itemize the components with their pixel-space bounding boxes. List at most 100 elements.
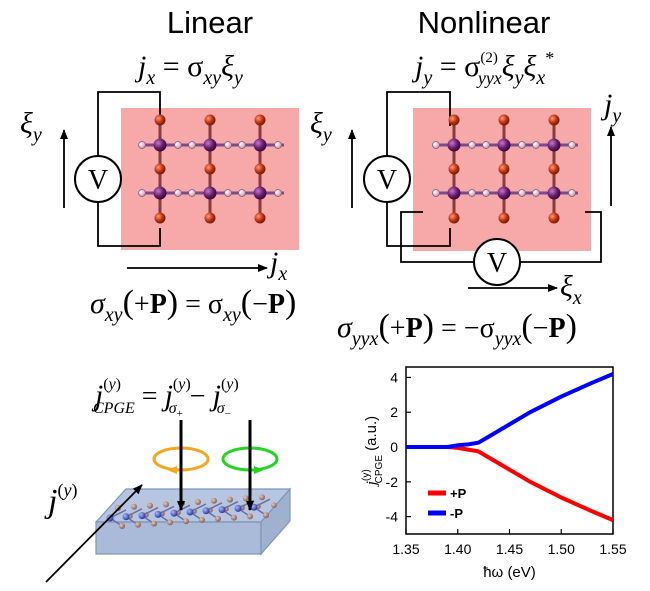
- slab-atom-blue: [250, 503, 258, 511]
- voltmeter-icon: [363, 155, 411, 203]
- cpge-equation: j(y)CPGE = j(y)σ+ − j(y)σ−: [91, 376, 239, 420]
- slab-atom-brown: [247, 513, 253, 520]
- slab-atom-blue: [154, 510, 162, 518]
- slab-atom-blue: [218, 506, 226, 514]
- slab-illustration: j(y): [44, 420, 292, 583]
- red-atom: [204, 114, 216, 126]
- voltmeter-label: V: [377, 165, 397, 196]
- pink-atom: [238, 141, 246, 149]
- purple-atom: [153, 138, 167, 152]
- red-atom: [448, 114, 460, 126]
- slab-atom-brown: [227, 496, 233, 503]
- y-tick-label: 2: [390, 404, 398, 420]
- x-tick-label: 1.50: [548, 541, 575, 557]
- y-tick-label: 4: [390, 369, 398, 385]
- pink-atom: [518, 141, 526, 149]
- purple-atom: [497, 186, 511, 200]
- slab-atom-brown: [231, 514, 237, 521]
- red-atom: [498, 212, 510, 224]
- y-tick-label: -4: [386, 509, 399, 525]
- red-atom: [154, 212, 166, 224]
- slab-atom-brown: [151, 520, 157, 527]
- slab-atom-brown: [119, 523, 125, 529]
- slab-atom-brown: [199, 517, 205, 523]
- nonlinear-title: Nonlinear: [418, 5, 551, 40]
- slab-atom-blue: [186, 508, 194, 516]
- purple-atom: [253, 138, 267, 152]
- x-axis-label: ħω (eV): [483, 564, 536, 581]
- sample-rectangle: [413, 108, 591, 251]
- red-atom: [204, 163, 216, 175]
- jy-superscript-symbol: j(y): [44, 480, 77, 520]
- xi-y-symbol: ξy: [310, 107, 332, 146]
- pink-atom: [174, 141, 182, 149]
- series-line: [406, 445, 614, 522]
- linear-symmetry-equation: σxy(+P) = σxy(−P): [90, 284, 296, 326]
- red-atom: [254, 212, 266, 224]
- red-atom: [154, 163, 166, 175]
- pink-atom: [274, 141, 282, 149]
- y-tick-label: 0: [390, 439, 398, 455]
- pink-atom: [224, 141, 232, 149]
- slab-atom-blue: [234, 504, 242, 512]
- pink-atom: [174, 189, 182, 197]
- pink-atom: [532, 189, 540, 197]
- slab-atom-brown: [195, 499, 201, 505]
- voltmeter-icon: [473, 238, 521, 286]
- red-atom: [548, 212, 560, 224]
- crystal-lattice: [432, 114, 578, 224]
- svg-text:jx = σxyξy: jx = σxyξy: [134, 50, 243, 89]
- linear-response-equation: jx = σxyξy: [134, 50, 243, 89]
- svg-text:σxy(+P) = σxy(−P): σxy(+P) = σxy(−P): [90, 284, 296, 326]
- slab-atom-brown: [163, 501, 169, 508]
- voltmeter-icon: [74, 155, 122, 203]
- pink-atom: [138, 141, 146, 149]
- red-atom: [448, 212, 460, 224]
- red-atom: [204, 212, 216, 224]
- x-tick-label: 1.40: [444, 541, 471, 557]
- slab-atoms: [106, 494, 277, 529]
- purple-atom: [153, 186, 167, 200]
- xi-y-symbol: ξy: [20, 107, 42, 146]
- slab-atom-brown: [147, 502, 153, 509]
- pink-atom: [274, 189, 282, 197]
- svg-text:σyyx(+P) = −σyyx(−P): σyyx(+P) = −σyyx(−P): [337, 308, 577, 350]
- pink-atom: [188, 141, 196, 149]
- svg-text:jy = σ(2)yyxξyξx*: jy = σ(2)yyxξyξx*: [411, 48, 554, 89]
- red-atom: [154, 114, 166, 126]
- xi-x-symbol: ξx: [560, 270, 582, 309]
- linear-device: V ξy jx: [20, 91, 299, 285]
- purple-atom: [203, 186, 217, 200]
- red-atom: [498, 163, 510, 175]
- purple-atom: [203, 138, 217, 152]
- pink-atom: [482, 189, 490, 197]
- slab-atom-brown: [259, 494, 265, 501]
- purple-atom: [497, 138, 511, 152]
- pink-atom: [568, 141, 576, 149]
- slab-atom-brown: [243, 495, 249, 502]
- pink-atom: [518, 189, 526, 197]
- jy-symbol: jy: [600, 88, 621, 127]
- slab-atom-brown: [215, 515, 221, 522]
- pink-atom: [532, 141, 540, 149]
- pink-atom: [468, 189, 476, 197]
- series-line: [406, 372, 614, 449]
- pink-atom: [238, 189, 246, 197]
- svg-text:j(y)CPGE = j(y)σ+ − j(y)σ−: j(y)CPGE = j(y)σ+ − j(y)σ−: [91, 376, 239, 420]
- x-tick-label: 1.45: [496, 541, 523, 557]
- nonlinear-response-equation: jy = σ(2)yyxξyξx*: [411, 48, 554, 89]
- slab-atom-blue: [202, 507, 210, 515]
- nonlinear-device: V V ξy jy ξx: [310, 88, 621, 309]
- purple-atom: [447, 186, 461, 200]
- x-tick-label: 1.35: [392, 541, 419, 557]
- slab-atom-blue: [122, 513, 130, 521]
- jy-direction-arrow: [45, 484, 143, 583]
- slab-side-face: [260, 487, 291, 556]
- legend-label: -P: [450, 506, 463, 521]
- purple-atom: [447, 138, 461, 152]
- red-atom: [254, 114, 266, 126]
- slab-atom-blue: [170, 509, 178, 517]
- jx-symbol: jx: [266, 246, 287, 285]
